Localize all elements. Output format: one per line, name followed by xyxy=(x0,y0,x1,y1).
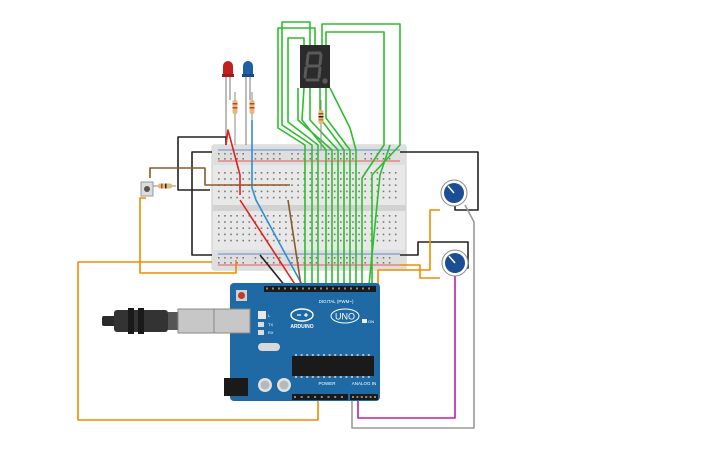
seven-segment-display[interactable] xyxy=(300,45,330,88)
pushbutton[interactable] xyxy=(140,181,176,197)
potentiometer-bottom[interactable] xyxy=(441,249,469,277)
digital-pin-header[interactable] xyxy=(266,287,370,290)
potentiometer-top[interactable] xyxy=(440,179,468,207)
bottom-pin-headers[interactable] xyxy=(294,396,376,398)
green-wires[interactable] xyxy=(277,21,401,296)
led-resistors xyxy=(232,92,255,145)
pushbutton-icon xyxy=(140,181,154,197)
brand-label: ARDUINO xyxy=(290,324,313,330)
magenta-wire[interactable] xyxy=(357,275,456,419)
analog-header-label: ANALOG IN xyxy=(352,381,377,386)
orange-wires[interactable] xyxy=(77,197,440,421)
led-icon xyxy=(242,61,254,145)
red-led[interactable] xyxy=(222,61,234,145)
potentiometer-icon xyxy=(441,249,469,277)
l-label: L xyxy=(268,313,271,318)
brown-wires[interactable] xyxy=(149,167,303,293)
digital-header-label: DIGITAL (PWM~) xyxy=(319,299,354,304)
on-label: ON xyxy=(368,319,374,324)
power-header-label: POWER xyxy=(318,381,336,386)
arduino-logo-icon xyxy=(290,308,314,322)
model-label: UNO xyxy=(335,312,355,322)
blue-wire[interactable] xyxy=(251,120,307,293)
gray-wire[interactable] xyxy=(351,204,475,429)
rx-label: RX xyxy=(268,330,274,335)
breadboard[interactable] xyxy=(211,144,407,271)
display-resistor xyxy=(318,100,324,150)
potentiometer-icon xyxy=(440,179,468,207)
blue-led[interactable] xyxy=(242,61,254,145)
arduino-uno-board[interactable]: DIGITAL (PWM~) L TX RX ARDUINO UNO ON PO… xyxy=(213,283,380,401)
usb-cable[interactable] xyxy=(102,308,215,334)
usb-plug-icon xyxy=(102,308,215,334)
tx-label: TX xyxy=(268,322,273,327)
led-icon xyxy=(222,61,234,145)
microcontroller-pins xyxy=(295,354,370,378)
seven-segment-icon xyxy=(303,51,328,84)
